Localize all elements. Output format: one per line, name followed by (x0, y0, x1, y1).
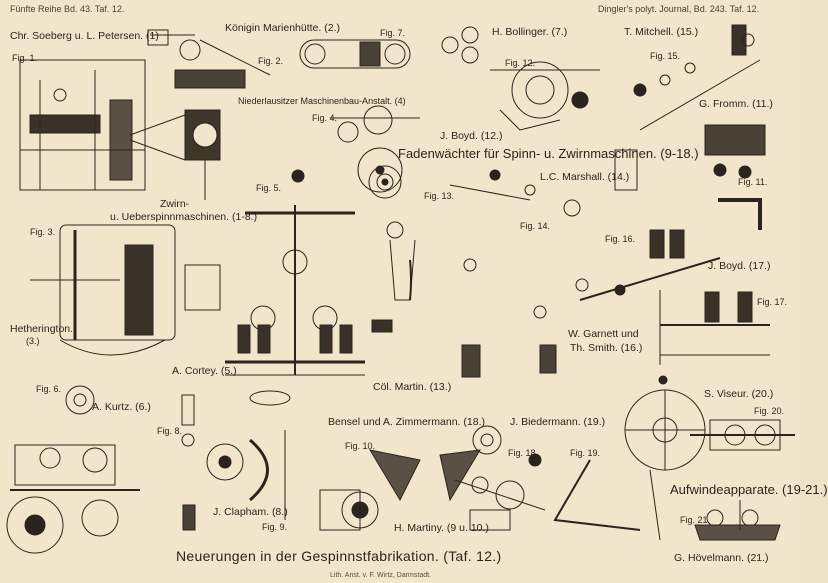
header-left: Fünfte Reihe Bd. 43. Taf. 12. (10, 4, 125, 14)
fig-label-10: Fig. 10. (345, 441, 376, 451)
fig10-drawing (319, 449, 481, 531)
fadenwaechter-ring (368, 165, 402, 199)
header-right: Dingler's polyt. Journal, Bd. 243. Taf. … (598, 4, 760, 14)
fig15-drawing (633, 24, 761, 131)
fig-label-8: Fig. 8. (157, 426, 183, 436)
fig-label-6: Fig. 6. (36, 384, 62, 394)
label-boyd-17: J. Boyd. (17.) (708, 260, 771, 272)
label-marienhuette: Königin Marienhütte. (2.) (225, 22, 340, 34)
label-martin: Cöl. Martin. (13.) (373, 381, 452, 393)
label-hetherington-line2: (3.) (26, 336, 40, 346)
fig-label-5: Fig. 5. (256, 183, 282, 193)
label-garnett-line1: W. Garnett und (568, 328, 639, 340)
fig-label-15: Fig. 15. (650, 51, 681, 61)
label-boyd-12: J. Boyd. (12.) (440, 130, 503, 142)
fig-label-7: Fig. 7. (380, 28, 406, 38)
label-hetherington-line1: Hetherington. (10, 323, 74, 335)
label-fadenwaechter: Fadenwächter für Spinn- u. Zwirnmaschine… (398, 146, 699, 161)
fig-label-1: Fig. 1. (12, 53, 38, 63)
fig-label-9: Fig. 9. (262, 522, 288, 532)
fig2-drawing (147, 29, 271, 89)
fig8-drawing (181, 394, 286, 531)
label-zwirn-line2: u. Ueberspinnmaschinen. (1-8.) (110, 211, 258, 223)
label-marshall: L.C. Marshall. (14.) (540, 171, 630, 183)
label-mitchell: T. Mitchell. (15.) (624, 26, 699, 38)
fig-label-16: Fig. 16. (605, 234, 636, 244)
fig13-drawing (371, 169, 581, 378)
label-fromm: G. Fromm. (11.) (699, 98, 773, 110)
label-soeberg: Chr. Soeberg u. L. Petersen. (1) (10, 30, 159, 42)
plate-title: Neuerungen in der Gespinnstfabrikation. … (176, 548, 502, 564)
fig21-drawing (694, 500, 781, 541)
fig-label-18: Fig. 18. (508, 448, 539, 458)
fig6b-drawing (6, 444, 140, 554)
fig1-drawing (19, 59, 186, 191)
fig16-drawing (575, 149, 721, 301)
fig-label-13: Fig. 13. (424, 191, 455, 201)
label-cortey: A. Cortey. (5.) (172, 365, 237, 377)
fig7-drawing (299, 39, 411, 69)
fig-label-14: Fig. 14. (520, 221, 551, 231)
fig-label-3: Fig. 3. (30, 227, 56, 237)
label-bensel: Bensel und A. Zimmermann. (18.) (328, 416, 485, 428)
machine-drawings (6, 24, 795, 554)
fig12-drawing (441, 26, 600, 131)
fig3-drawing (30, 224, 221, 356)
fig1b-drawing (184, 109, 221, 200)
label-clapham: J. Clapham. (8.) (213, 506, 288, 518)
label-bollinger: H. Bollinger. (7.) (492, 26, 568, 38)
label-martiny: H. Martiny. (9 u. 10.) (394, 522, 489, 534)
fig-label-19: Fig. 19. (570, 448, 601, 458)
fig11-drawing (704, 124, 766, 230)
fig20-drawing (690, 419, 795, 451)
fig-label-21: Fig. 21. (680, 515, 711, 525)
label-garnett-line2: Th. Smith. (16.) (570, 342, 643, 354)
fig5-drawing (225, 169, 365, 406)
fig-label-12: Fig. 12. (505, 58, 536, 68)
label-zwirn-line1: Zwirn- (160, 198, 190, 210)
label-niederlausitzer: Niederlausitzer Maschinenbau-Anstalt. (4… (238, 96, 406, 106)
label-aufwinde: Aufwindeapparate. (19-21.) (670, 482, 828, 497)
label-hoevelmann: G. Hövelmann. (21.) (674, 552, 769, 564)
fig-label-17: Fig. 17. (757, 297, 788, 307)
lithographer-imprint: Lith. Anst. v. F. Wirtz, Darmstadt. (330, 572, 432, 579)
engraving-plate: Fünfte Reihe Bd. 43. Taf. 12. Dingler's … (6, 4, 828, 579)
label-kurtz: A. Kurtz. (6.) (92, 401, 151, 413)
fig-label-20: Fig. 20. (754, 406, 785, 416)
fig-label-2: Fig. 2. (258, 56, 284, 66)
label-biedermann: J. Biedermann. (19.) (510, 416, 606, 428)
fig-label-11: Fig. 11. (738, 177, 768, 187)
fig6-drawing (65, 385, 95, 415)
fig19-drawing (553, 375, 706, 541)
fig-label-4: Fig. 4. (312, 113, 338, 123)
fig17-drawing (659, 290, 770, 365)
fig18-drawing (454, 425, 546, 531)
label-viseur: S. Viseur. (20.) (704, 388, 774, 400)
